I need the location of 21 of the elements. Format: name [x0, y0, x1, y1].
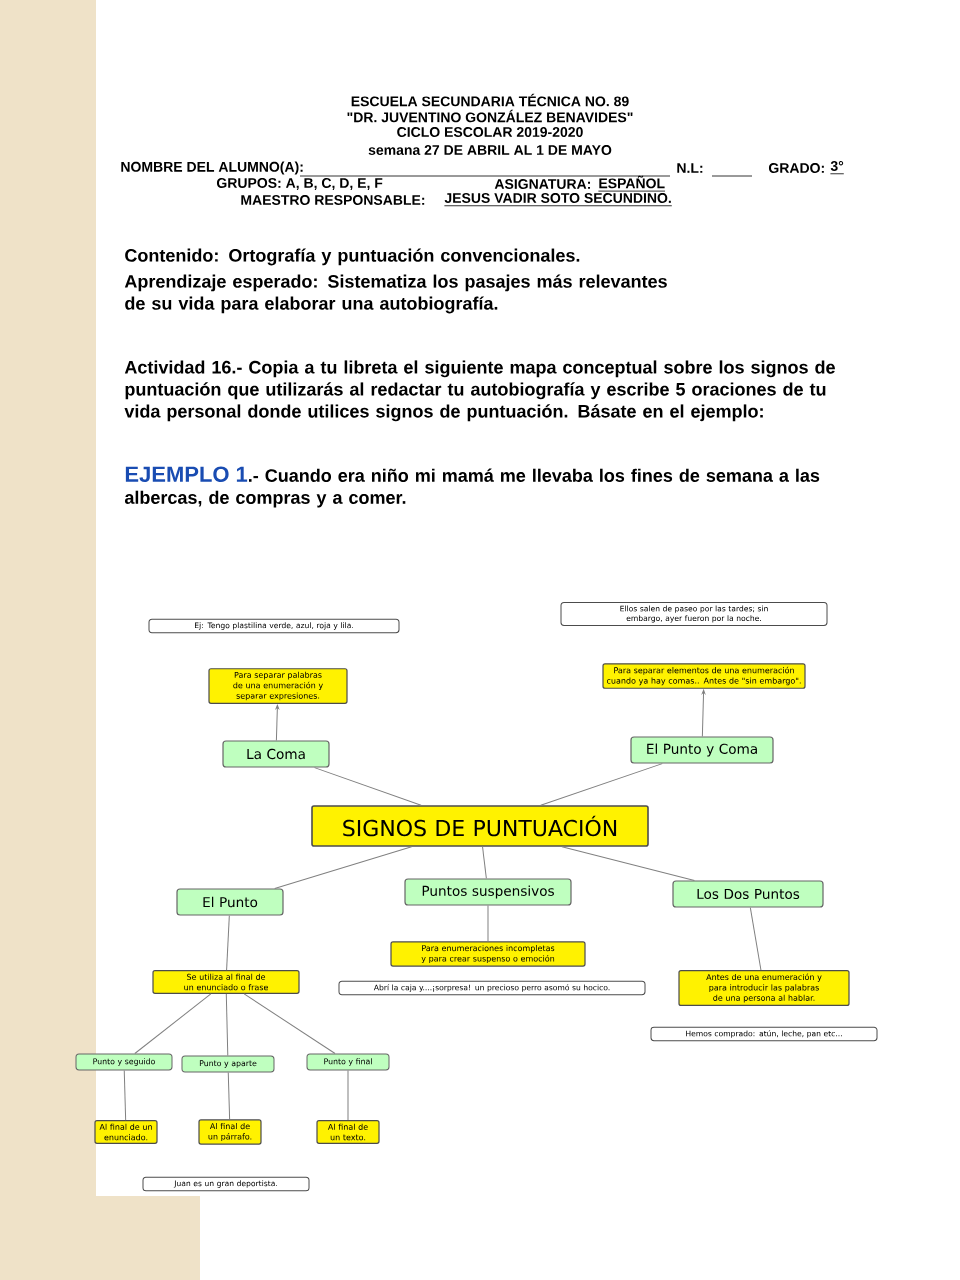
connector-line	[749, 907, 762, 971]
arrow	[701, 689, 706, 737]
connector-line	[227, 1072, 231, 1120]
content-text: Contenido: Ortografía y puntuación convencionales.	[125, 248, 580, 266]
learning-goal-text: Aprendizaje esperado: Sistematiza los pasajes más relevantes de su vida para elaborar una autobiografía.	[124, 274, 667, 314]
connector-line	[226, 915, 230, 971]
connector-line	[243, 993, 336, 1054]
connector-line	[314, 767, 422, 806]
example-text: EJEMPLO 1.- Cuando era niño mi mamá me llevaba los fines de semana a las albercas, de compras y a comer.	[124, 466, 820, 508]
connector-line	[487, 905, 489, 942]
connector-line	[123, 1070, 127, 1121]
connector-line	[347, 1070, 349, 1121]
connector-line	[561, 846, 695, 881]
activity-text: Actividad 16.- Copia a tu libreta el siguiente mapa conceptual sobre los signos de puntuación que utilizarás al redactar tu autobiografía y escribe 5 oraciones de tu vida personal donde utilices signos de puntuación. Básate en el ejemplo:	[124, 360, 835, 422]
connector-line	[540, 763, 663, 806]
connector-line	[482, 846, 487, 879]
connector-line	[274, 846, 413, 889]
title-box: SIGNOS DE PUNTUACIÓN	[311, 805, 649, 847]
connector-line	[134, 993, 212, 1054]
arrow	[275, 704, 279, 741]
connector-line	[225, 993, 229, 1056]
